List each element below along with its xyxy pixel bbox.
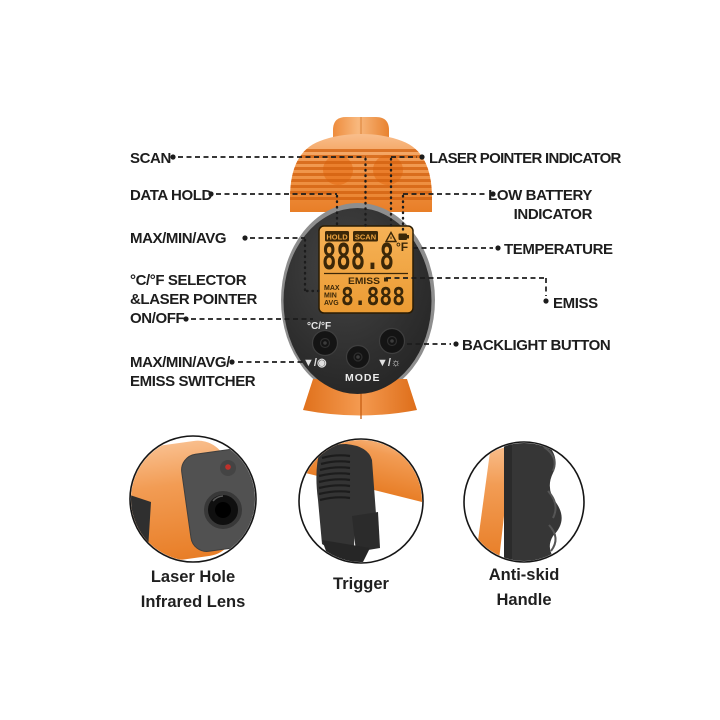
- lcd-scan-text: SCAN: [355, 233, 376, 242]
- mode-button: [345, 344, 371, 370]
- caption-handle-line2: Handle: [496, 591, 552, 609]
- caption-lens: Laser Hole Infrared Lens: [103, 565, 283, 615]
- laser-warning-icon: [384, 231, 398, 243]
- device-handle: [303, 379, 417, 416]
- min-max-emiss-switch-symbol: ▼/◉: [303, 357, 327, 369]
- head-ribs: [290, 149, 432, 200]
- mode-button-label: MODE: [345, 372, 381, 384]
- low-battery-icon: [398, 233, 409, 240]
- lcd-unit: °F: [396, 240, 408, 254]
- label-backlight-button: BACKLIGHT BUTTON: [462, 337, 611, 354]
- label-max-min-avg: MAX/MIN/AVG: [130, 230, 227, 247]
- caption-lens-line1: Laser Hole: [150, 568, 236, 586]
- leader-dots: [170, 154, 549, 365]
- lens-callout: [129, 435, 257, 563]
- lcd-sub-reading: 8.888: [341, 282, 405, 311]
- thermometer-device: HOLD SCAN 888.8 °F EMISS MAX MIN AVG: [281, 117, 435, 419]
- lcd-avg-label: AVG: [324, 300, 339, 307]
- leader-lines: [178, 156, 547, 363]
- label-cf-selector-line3: ON/OFF: [130, 310, 185, 327]
- cf-button-label: °C/°F: [307, 321, 331, 332]
- label-emiss: EMISS: [553, 295, 598, 312]
- caption-handle: Anti-skid Handle: [434, 563, 614, 613]
- lcd-max-label: MAX: [324, 285, 340, 292]
- label-cf-selector-line1: °C/°F SELECTOR: [130, 272, 247, 289]
- label-cf-selector: °C/°F SELECTOR &LASER POINTER ON/OFF: [130, 271, 257, 328]
- label-scan: SCAN: [130, 150, 171, 167]
- antiskid-handle-shape: [507, 443, 562, 561]
- handle-callout: [463, 441, 585, 563]
- backlight-switcher-button: [378, 327, 406, 355]
- label-low-battery-indicator: LOW BATTERY INDICATOR: [488, 186, 592, 224]
- label-low-battery-line2: INDICATOR: [513, 206, 593, 223]
- lcd-min-label: MIN: [324, 293, 337, 300]
- lcd-hold-badge: [325, 231, 349, 242]
- lcd-display: HOLD SCAN 888.8 °F EMISS MAX MIN AVG: [318, 225, 414, 314]
- laser-hole: [225, 464, 231, 470]
- trigger-callout: [298, 438, 424, 564]
- label-low-battery-line1: LOW BATTERY: [488, 187, 592, 204]
- label-switcher-line2: EMISS SWITCHER: [130, 373, 256, 390]
- label-cf-selector-line2: &LASER POINTER: [130, 291, 257, 308]
- caption-trigger: Trigger: [333, 575, 389, 593]
- lcd-main-reading: 888.8: [322, 237, 394, 278]
- leader-line-drops: [303, 157, 405, 293]
- lcd-hold-text: HOLD: [326, 233, 348, 242]
- lcd-scan-badge: [353, 231, 378, 242]
- label-switcher: MAX/MIN/AVG/ EMISS SWITCHER: [130, 353, 256, 391]
- label-temperature: TEMPERATURE: [504, 241, 613, 258]
- label-data-hold: DATA HOLD: [130, 187, 212, 204]
- lcd-emiss-label: EMISS: [348, 276, 380, 286]
- cf-laser-button: [311, 329, 339, 357]
- caption-handle-line1: Anti-skid: [488, 566, 560, 584]
- label-laser-pointer-indicator: LASER POINTER INDICATOR: [429, 150, 621, 167]
- label-switcher-line1: MAX/MIN/AVG/: [130, 354, 230, 371]
- caption-lens-line2: Infrared Lens: [140, 593, 246, 611]
- backlight-symbol: ▼/☼: [377, 357, 401, 369]
